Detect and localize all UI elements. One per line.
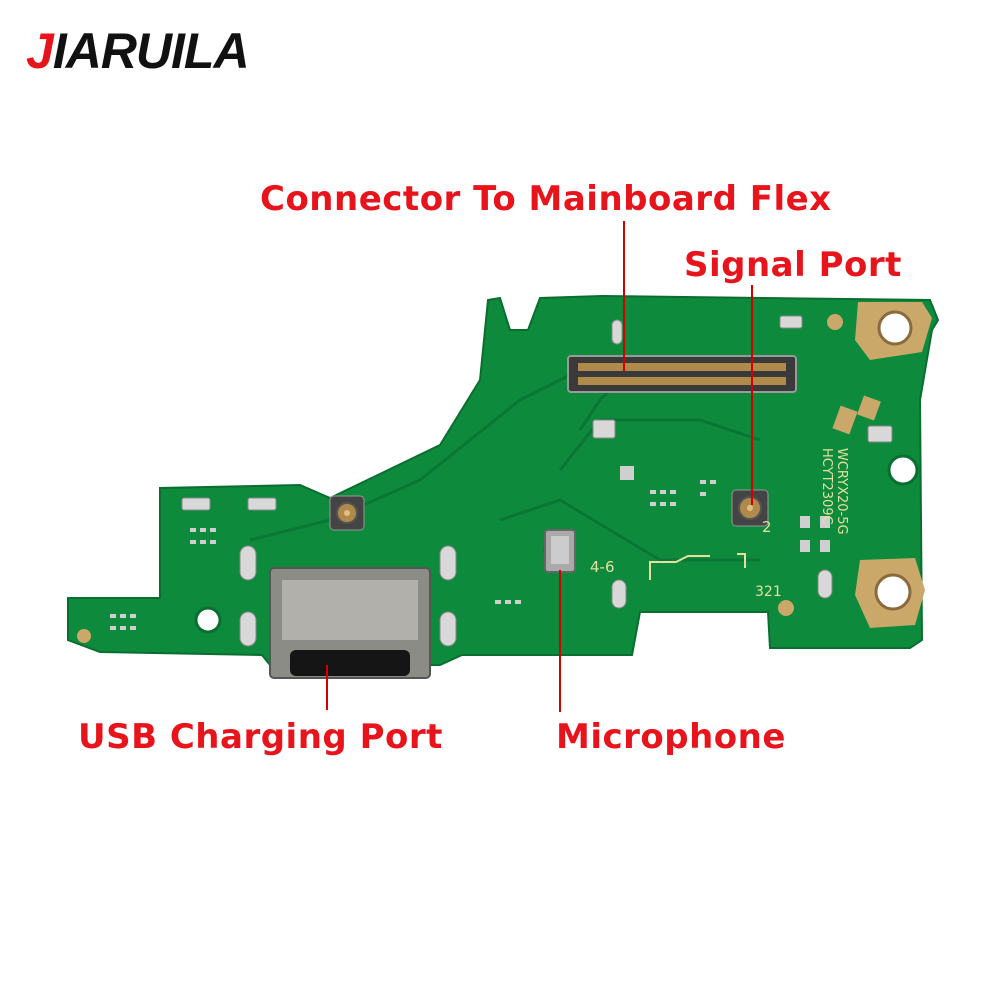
brand-logo-j: J xyxy=(26,23,54,79)
silk-model-1: WCRYX20-5G xyxy=(834,448,849,535)
leader-line-connector xyxy=(623,221,625,371)
silk-2: 2 xyxy=(762,518,772,536)
mount-pad-bottom xyxy=(855,558,925,628)
label-signal-port: Signal Port xyxy=(684,245,902,285)
leader-line-microphone xyxy=(559,570,561,712)
brand-logo: JIARUILA xyxy=(26,23,250,79)
leader-line-signal-port xyxy=(751,285,753,505)
mount-pad-top xyxy=(855,302,932,360)
silk-4-6: 4-6 xyxy=(590,558,615,576)
usb-c-port xyxy=(269,567,431,679)
label-connector-to-mainboard-flex: Connector To Mainboard Flex xyxy=(260,179,832,219)
label-microphone: Microphone xyxy=(556,717,786,757)
signal-port-coax xyxy=(731,489,769,527)
leader-line-usb xyxy=(326,665,328,710)
pcb-outline xyxy=(67,294,940,666)
silk-model-2: HCYT2309C xyxy=(819,448,834,525)
flex-connector xyxy=(567,355,797,393)
label-usb-charging-port: USB Charging Port xyxy=(78,717,443,757)
microphone-component xyxy=(544,529,576,573)
brand-logo-rest: IARUILA xyxy=(52,23,250,79)
silk-321: 321 xyxy=(755,584,782,600)
